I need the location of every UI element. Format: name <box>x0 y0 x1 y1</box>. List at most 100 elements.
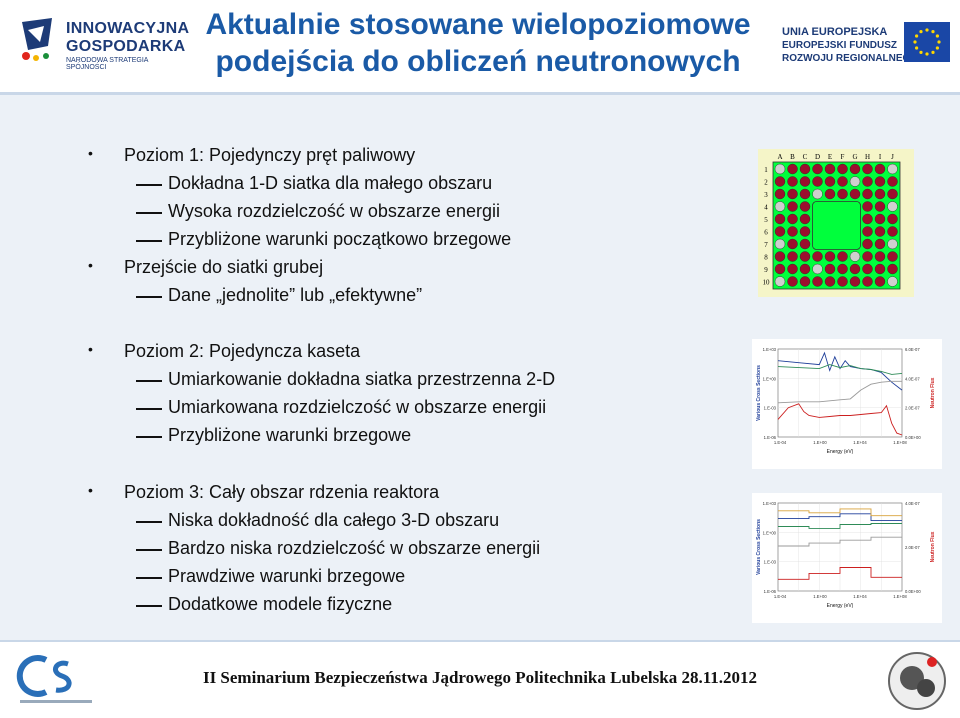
y2-axis-label: Neutron Flux <box>930 531 936 562</box>
series-line <box>777 403 903 436</box>
fuel-rod <box>787 251 798 262</box>
eu-logo-line3: ROZWOJU REGIONALNEGO <box>782 53 919 64</box>
dash-icon <box>136 605 162 607</box>
series-line <box>777 380 902 404</box>
fuel-rod <box>824 176 836 187</box>
x-tick-label: 1.E-04 <box>774 594 787 599</box>
map-column-label: D <box>815 153 820 161</box>
fuel-rod <box>837 251 848 262</box>
fuel-rod <box>812 251 823 262</box>
fuel-rod <box>837 176 848 187</box>
map-row-label: 9 <box>764 266 768 274</box>
x-axis-label: Energy (eV) <box>827 449 854 455</box>
cs-logo-icon <box>16 655 92 703</box>
fuel-rod <box>849 176 861 187</box>
fuel-rod <box>849 251 861 262</box>
dash-icon <box>136 577 162 579</box>
fuel-rod <box>812 176 823 187</box>
fuel-rod <box>774 163 786 175</box>
dash-icon <box>136 212 162 214</box>
fuel-rod <box>862 238 873 250</box>
slide-content: • Poziom 1: Pojedynczy pręt paliwowy Dok… <box>0 92 960 643</box>
y2-tick-label: 2.0E-07 <box>905 406 920 411</box>
cross-section-chart-level-3: 1.E+031.E+001.E-031.E-064.0E-072.0E-070.… <box>752 493 942 623</box>
fuel-rod <box>887 238 898 250</box>
map-row-label: 6 <box>764 229 768 237</box>
series-line <box>778 567 902 580</box>
fuel-rod <box>849 263 861 275</box>
y2-tick-label: 6.0E-07 <box>905 347 920 352</box>
map-column-label: G <box>852 153 857 161</box>
fuel-rod <box>774 238 786 250</box>
logo-name-line1: INNOWACYJNA <box>66 20 190 37</box>
y2-axis-label: Neutron Flux <box>930 377 936 408</box>
y-tick-label: 1.E+00 <box>763 530 777 535</box>
level-3-sub-4: Dodatkowe modele fizyczne <box>168 594 393 614</box>
y-tick-label: 1.E-06 <box>764 435 777 440</box>
fuel-rod <box>799 163 811 175</box>
fuel-rod <box>774 213 786 225</box>
bullet-icon: • <box>88 257 93 273</box>
map-column-label: A <box>777 153 782 161</box>
map-row-label: 4 <box>764 204 768 212</box>
fuel-rod <box>824 163 836 175</box>
fuel-rod <box>887 276 898 287</box>
fuel-rod <box>774 188 786 200</box>
map-column-label: B <box>790 153 795 161</box>
slide-title-line1: Aktualnie stosowane wielopoziomowe <box>205 8 751 41</box>
fuel-rod <box>799 213 811 225</box>
fuel-rod <box>862 263 873 275</box>
y-tick-label: 1.E-06 <box>764 589 777 594</box>
fuel-rod <box>849 188 861 200</box>
series-line <box>778 513 902 522</box>
fuel-rod <box>799 238 811 250</box>
fuel-rod <box>887 226 898 237</box>
slide-header: INNOWACYJNA GOSPODARKA NARODOWA STRATEGI… <box>0 0 960 92</box>
fuel-rod <box>862 163 873 175</box>
fuel-rod <box>787 163 798 175</box>
eu-logo-line2: EUROPEJSKI FUNDUSZ <box>782 40 898 51</box>
map-column-label: I <box>879 153 882 161</box>
level-1-title: Poziom 1: Pojedynczy pręt paliwowy <box>124 145 416 165</box>
fuel-rod <box>837 263 848 275</box>
fuel-rod <box>874 263 886 275</box>
fuel-rod <box>812 163 823 175</box>
bullet-icon: • <box>88 145 93 161</box>
fuel-rod <box>837 276 848 287</box>
fuel-rod <box>887 163 898 175</box>
fuel-rod <box>862 226 873 237</box>
fuel-rod <box>887 263 898 275</box>
fuel-rod <box>874 251 886 262</box>
series-line <box>778 536 902 547</box>
bullet-icon: • <box>88 341 93 357</box>
fuel-rod <box>862 201 873 212</box>
map-row-label: 7 <box>764 241 768 249</box>
fuel-rod <box>787 226 798 237</box>
level-1-sub-1: Dokładna 1-D siatka dla małego obszaru <box>168 173 493 193</box>
fuel-rod <box>774 226 786 237</box>
map-row-label: 3 <box>764 191 768 199</box>
series-line <box>778 508 902 517</box>
eu-star-icon <box>931 50 935 54</box>
dash-icon <box>136 240 162 242</box>
eu-star-icon <box>925 52 929 56</box>
dash-icon <box>136 408 162 410</box>
map-row-label: 8 <box>764 254 768 262</box>
eu-star-icon <box>935 46 939 50</box>
x-tick-label: 1.E+04 <box>853 594 867 599</box>
fuel-rod <box>874 213 886 225</box>
y2-tick-label: 0.0E+00 <box>905 589 921 594</box>
fuel-rod <box>862 213 873 225</box>
level-3-sub-1: Niska dokładność dla całego 3-D obszaru <box>168 510 500 530</box>
level-3-sub-3: Prawdziwe warunki brzegowe <box>168 566 406 586</box>
fuel-rod <box>862 176 873 187</box>
dash-icon <box>136 521 162 523</box>
eu-star-icon <box>919 30 923 34</box>
logo-subtitle: NARODOWA STRATEGIA SPÓJNOŚCI <box>66 57 149 71</box>
map-column-label: H <box>865 153 870 161</box>
fuel-rod <box>837 188 848 200</box>
fuel-rod <box>887 188 898 200</box>
fuel-rod <box>887 251 898 262</box>
transition-title: Przejście do siatki grubej <box>124 257 324 277</box>
